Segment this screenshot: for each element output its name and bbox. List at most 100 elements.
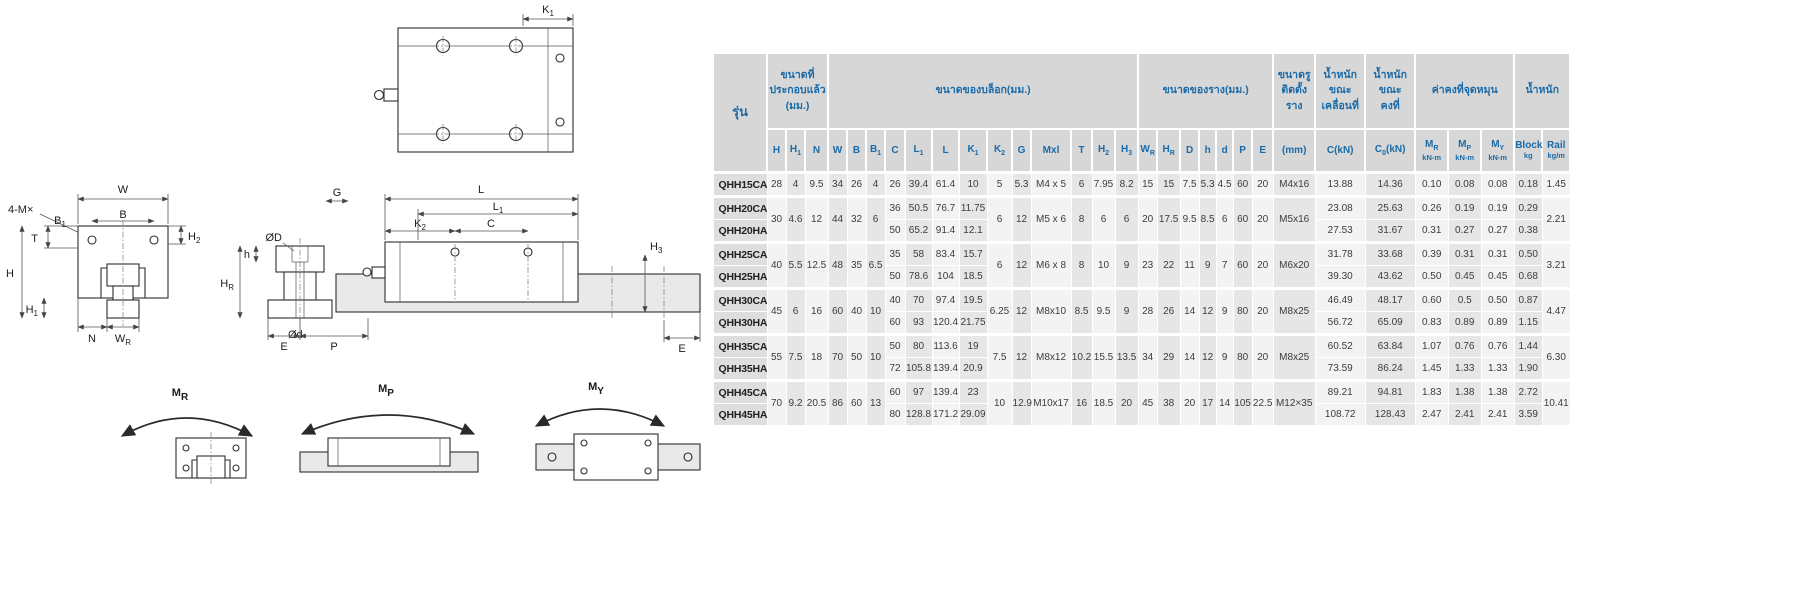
data-cell: 25.63: [1364, 195, 1416, 220]
dim-label-n: N: [88, 333, 96, 345]
data-cell: 4: [865, 171, 886, 197]
data-cell: 89.21: [1314, 379, 1366, 404]
data-cell: 10: [865, 333, 886, 381]
data-cell: 14: [1179, 333, 1200, 381]
data-cell: 6: [986, 195, 1013, 243]
data-cell: 0.39: [1414, 241, 1449, 266]
column-header: H: [766, 128, 787, 174]
data-cell: 80: [1232, 333, 1253, 381]
column-header: (mm): [1272, 128, 1317, 174]
data-cell: 40: [884, 287, 906, 312]
dim-label-l1: L1: [493, 201, 504, 215]
data-cell: 0.45: [1447, 265, 1482, 289]
data-cell: 9.5: [804, 171, 829, 197]
data-cell: 0.29: [1513, 195, 1543, 220]
data-cell: 11: [1179, 241, 1200, 289]
dim-label-k1: K1: [542, 4, 554, 18]
data-cell: 0.76: [1447, 333, 1482, 358]
data-cell: 6.5: [865, 241, 886, 289]
data-cell: 6: [785, 287, 806, 335]
moment-label-my: MY: [588, 381, 604, 397]
dim-label-hsmall: h: [244, 249, 250, 261]
data-cell: 80: [904, 333, 933, 358]
data-cell: 26: [884, 171, 906, 197]
data-cell: 11.75: [958, 195, 988, 220]
data-cell: 0.5: [1447, 287, 1482, 312]
data-cell: 23: [1137, 241, 1158, 289]
data-cell: 9.5: [1091, 287, 1116, 335]
data-cell: 39.30: [1314, 265, 1366, 289]
dim-label-e: E: [280, 341, 287, 353]
data-cell: 23: [958, 379, 988, 404]
data-cell: 1.45: [1414, 357, 1449, 381]
data-cell: 2.47: [1414, 403, 1449, 426]
column-header: B1: [865, 128, 887, 174]
data-cell: 20: [1179, 379, 1200, 426]
data-cell: 128.8: [904, 403, 933, 426]
group-header: ขนาดของบล็อก(มม.): [827, 52, 1140, 130]
data-cell: M6 x 8: [1030, 241, 1072, 289]
data-cell: 50: [884, 219, 906, 243]
data-cell: 15: [1156, 171, 1181, 197]
data-cell: 44: [827, 195, 848, 243]
data-cell: 1.90: [1513, 357, 1543, 381]
data-cell: 108.72: [1314, 403, 1366, 426]
model-cell: QHH45CA: [712, 379, 768, 404]
data-cell: 0.31: [1414, 219, 1449, 243]
data-cell: 120.4: [931, 311, 960, 335]
data-cell: M10x17: [1030, 379, 1072, 426]
data-cell: 4.6: [785, 195, 806, 243]
data-cell: 6: [1070, 171, 1093, 197]
data-cell: M8x25: [1272, 287, 1316, 335]
data-cell: 4.47: [1541, 287, 1571, 335]
data-cell: 18.5: [958, 265, 988, 289]
data-cell: 86.24: [1364, 357, 1416, 381]
data-cell: 60: [1232, 171, 1253, 197]
data-cell: 65.09: [1364, 311, 1416, 335]
group-header: ขนาดรูติดตั้งราง: [1272, 52, 1317, 130]
data-cell: 0.38: [1513, 219, 1543, 243]
data-cell: 15.7: [958, 241, 988, 266]
data-cell: 12.1: [958, 219, 988, 243]
column-header: K2: [986, 128, 1014, 174]
column-header: d: [1215, 128, 1235, 174]
data-cell: 0.87: [1513, 287, 1543, 312]
data-cell: 1.44: [1513, 333, 1543, 358]
column-header: C0(kN): [1364, 128, 1417, 174]
data-cell: 0.31: [1447, 241, 1482, 266]
data-cell: 94.81: [1364, 379, 1416, 404]
data-cell: 113.6: [931, 333, 960, 358]
model-cell: QHH25CA: [712, 241, 768, 266]
dim-label-c: C: [487, 218, 495, 230]
data-cell: 50: [884, 333, 906, 358]
dim-label-b1: B1: [54, 215, 66, 229]
data-cell: 22: [1156, 241, 1181, 289]
data-cell: 60: [1232, 241, 1253, 289]
data-cell: 46.49: [1314, 287, 1366, 312]
column-header: H3: [1114, 128, 1140, 174]
data-cell: 30: [766, 195, 787, 243]
data-cell: 19.5: [958, 287, 988, 312]
data-cell: 13: [865, 379, 886, 426]
data-cell: M4 x 5: [1030, 171, 1072, 197]
data-cell: 9: [1215, 287, 1234, 335]
data-cell: 28: [766, 171, 787, 197]
column-header: H2: [1091, 128, 1117, 174]
data-cell: 7.95: [1091, 171, 1116, 197]
data-cell: 20: [1251, 171, 1274, 197]
dim-label-h1: H1: [26, 304, 39, 318]
data-cell: 80: [1232, 287, 1253, 335]
dim-label-e2: E: [678, 343, 685, 355]
data-cell: 2.41: [1480, 403, 1515, 426]
data-cell: 20: [1251, 195, 1274, 243]
data-cell: 48.17: [1364, 287, 1416, 312]
column-header: HR: [1156, 128, 1182, 174]
mp-mini-view: [299, 437, 479, 473]
